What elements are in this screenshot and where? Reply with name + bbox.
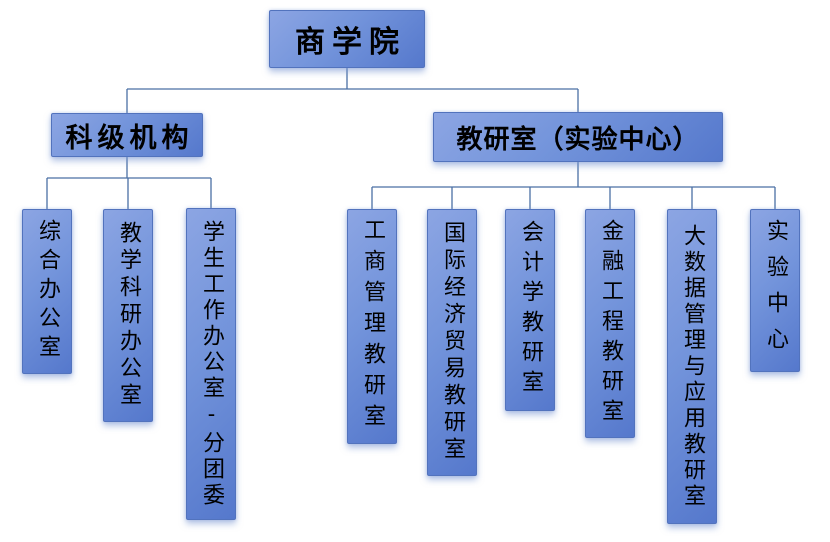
node-child-1-4-label: 大数据管理与应用教研室 <box>680 223 705 510</box>
node-child-0-1-label: 教学科研办公室 <box>116 221 141 410</box>
node-child-0-0-label: 综合办公室 <box>35 219 60 364</box>
node-general-office: 综合办公室 <box>22 209 72 374</box>
node-branch-0-label: 科级机构 <box>65 122 194 154</box>
node-teaching-research-admin-office: 教学科研办公室 <box>103 209 153 422</box>
node-root: 商学院 <box>269 10 425 68</box>
node-international-economics-trade-office: 国际经济贸易教研室 <box>427 209 477 476</box>
node-child-1-2-label: 会计学教研室 <box>518 220 543 400</box>
node-experiment-center: 实验中心 <box>750 209 800 372</box>
node-child-1-3-label: 金融工程教研室 <box>598 218 623 429</box>
node-branch-section-offices: 科级机构 <box>51 113 203 157</box>
node-business-administration-office: 工商管理教研室 <box>347 209 397 444</box>
node-child-1-0-label: 工商管理教研室 <box>360 218 385 435</box>
node-financial-engineering-office: 金融工程教研室 <box>585 209 635 438</box>
node-branch-1-label: 教研室（实验中心） <box>456 124 700 155</box>
node-child-1-1-label: 国际经济贸易教研室 <box>440 221 465 464</box>
node-big-data-management-application-office: 大数据管理与应用教研室 <box>667 209 717 524</box>
node-student-affairs-office-youth-league: 学生工作办公室-分团委 <box>186 208 236 520</box>
node-child-0-2-label: 学生工作办公室-分团委 <box>199 219 224 509</box>
node-branch-teaching-research-offices: 教研室（实验中心） <box>433 112 723 162</box>
node-child-1-5-label: 实验中心 <box>763 218 788 363</box>
node-accounting-office: 会计学教研室 <box>505 209 555 411</box>
node-root-label: 商学院 <box>295 25 406 60</box>
